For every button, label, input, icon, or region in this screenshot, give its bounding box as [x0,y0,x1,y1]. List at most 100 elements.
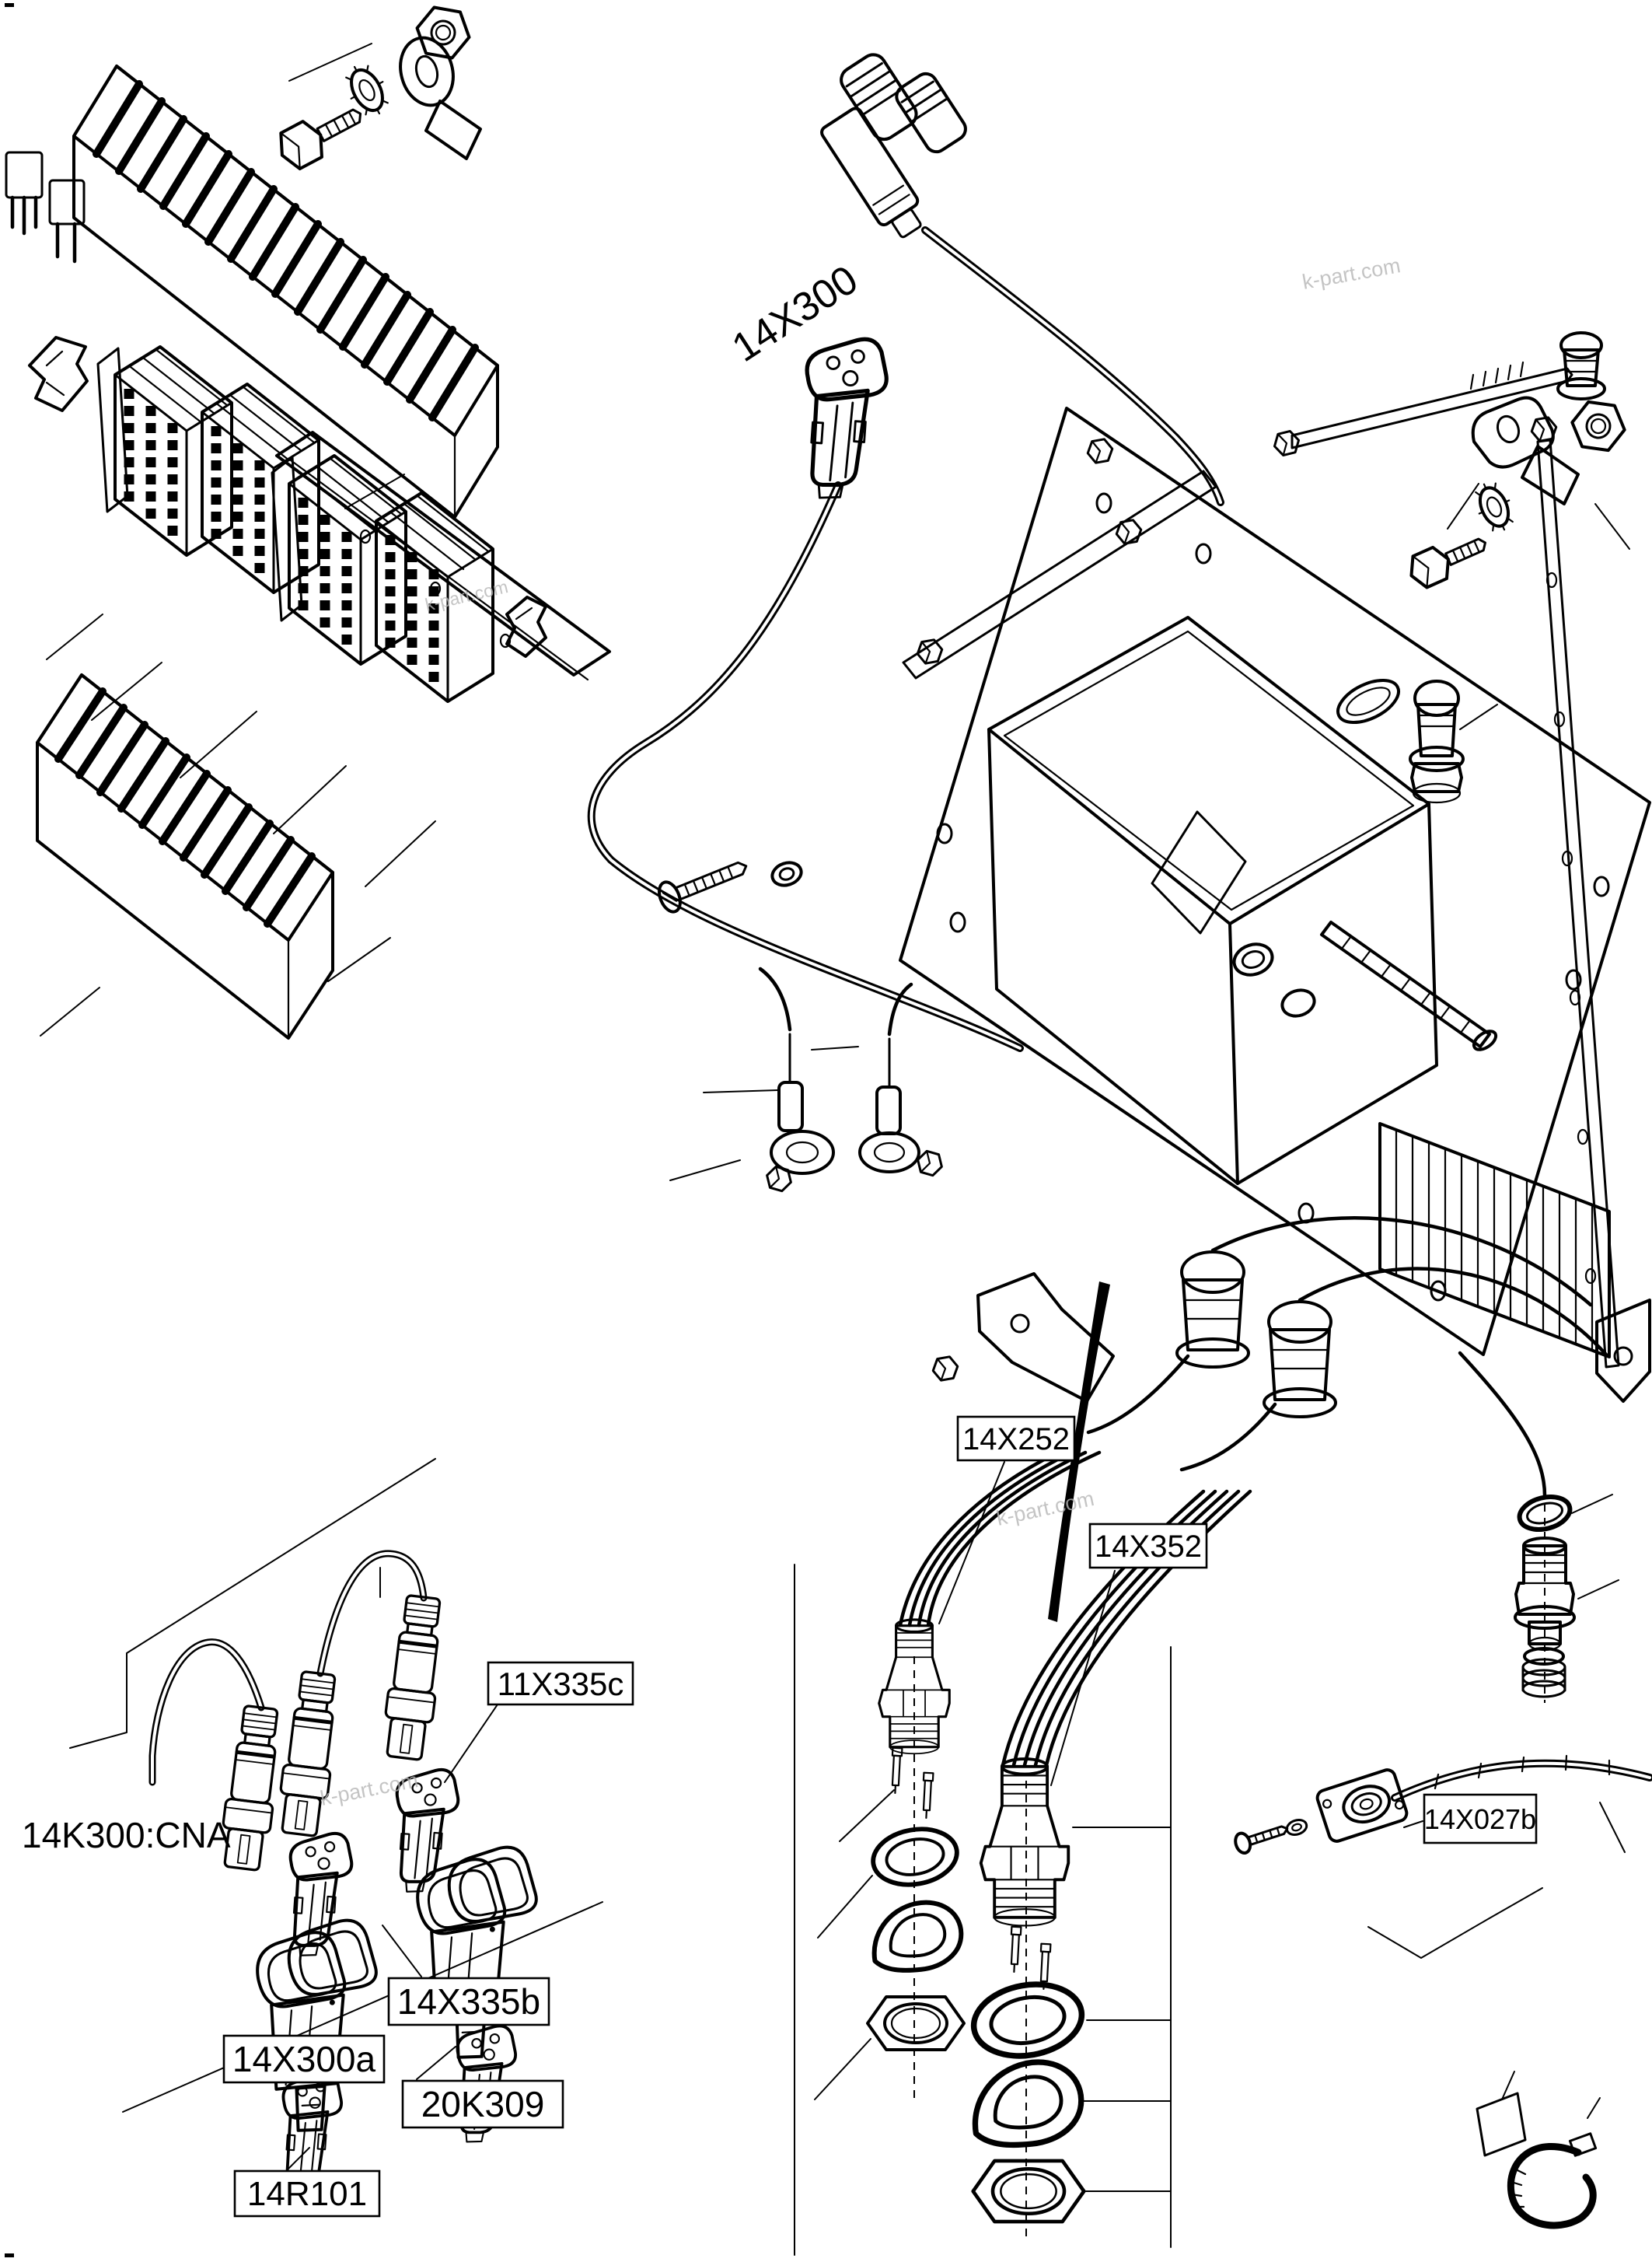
part-number-text: 14K300:CNA [22,1815,231,1855]
din-clip [28,336,89,412]
sensor-cluster [148,1550,538,2195]
contact-pin [889,1746,903,1795]
plug-column-right [1514,1495,1576,1703]
small-screw [1234,1825,1289,1855]
side-frame-bar [1528,414,1620,1369]
wiring-duct-cover-top [72,65,499,519]
registration-mark [5,2253,14,2257]
connector-14x300 [587,53,1224,1052]
edge-bracket [1595,1299,1651,1403]
small-washer [1285,1819,1308,1836]
module-sticker [1151,810,1247,935]
part-label-14x352[interactable]: 14X352 [1088,1523,1208,1569]
hex-nut-top [415,5,471,60]
part-label-14k300-cna[interactable]: 14K300:CNA [22,1815,231,1855]
ring-washer [968,1977,1088,2064]
part-number-text: 14X352 [1095,1530,1202,1564]
pressure-sensor [276,1670,343,1837]
part-label-14x300a[interactable]: 14X300a [222,2034,386,2084]
harness-cable-a [921,226,1224,506]
o-ring [1517,1495,1573,1532]
wire-bundle-14x252 [898,1450,1102,1627]
part-number-text: 14X335b [397,1981,540,2022]
gland-column-14x352 [968,1757,1088,2239]
cable-gland-top [1556,331,1606,400]
teardrop-gasket [969,2057,1085,2149]
part-label-14x300[interactable]: 14X300 [725,257,866,371]
contact-pin [1008,1925,1022,1974]
registration-mark [5,3,14,7]
bolt-washer-lug-top-left [279,5,482,171]
spade-lug [1471,396,1580,505]
part-label-11x335c[interactable]: 11X335c [487,1661,634,1706]
part-label-20k309[interactable]: 20K309 [401,2079,564,2129]
bottom-cable-glands [1086,1216,1608,1500]
hex-bolt [1409,537,1486,589]
mounting-rod [1270,361,1573,458]
flanged-connector [1315,1768,1409,1843]
star-washer [1475,482,1514,532]
bolt-washer-lug-top-right [1409,396,1626,589]
harness-crescent [1048,1281,1110,1622]
part-number-text: 11X335c [498,1666,624,1702]
hex-bolt [279,108,362,171]
separator-plate [271,456,303,622]
part-label-14x335b[interactable]: 14X335b [387,1977,550,2026]
harness-cable-b [587,481,1024,1052]
relay-module-b [201,383,320,594]
connector-14x027b [1234,1754,1652,1855]
teardrop-gasket [869,1899,965,1974]
leader-lines [40,43,1630,2256]
hex-lock-nut [973,2161,1084,2222]
duct-fins [54,687,316,928]
gland-fitting [1514,1537,1576,1652]
mini-fuses [5,151,86,264]
star-washer [345,65,389,116]
part-number-text: 20K309 [421,2084,545,2124]
watermarks: k-part.com k-part.com k-part.com k-part.… [318,253,1402,1810]
corrugated-plug [1521,1647,1566,1698]
pressure-sensor [381,1594,448,1760]
back-panel [899,407,1651,1356]
module-gland [1409,680,1465,804]
connector-barrel [895,72,967,154]
hex-lock-nut [866,1995,966,2051]
corner-bracket [976,1272,1115,1403]
gland-column-14x252 [866,1618,966,2099]
cable-tie [1507,2132,1598,2229]
screw-and-grommet [658,861,803,914]
marker-tag [1476,2092,1527,2157]
part-label-14x252[interactable]: 14X252 [956,1415,1076,1462]
watermark-text: k-part.com [1301,253,1402,294]
hex-nut [1570,400,1626,453]
terminal-lugs [758,967,946,1194]
mounting-frame [902,436,1217,680]
separator-plate [96,347,129,513]
cable-gland [979,1757,1070,1928]
contact-pin [920,1771,934,1820]
duct-fins [93,80,479,421]
module-slot [1336,678,1400,725]
wiring-duct-cover-bottom [36,673,334,1040]
relay-module-d [375,491,494,703]
part-number-text: 14R101 [247,2175,367,2213]
watermark-text: k-part.com [994,1487,1096,1530]
control-module [987,616,1465,1185]
relay-module-group [28,336,611,703]
main-panel-assembly [658,331,1651,1767]
part-number-text: 14X300 [725,257,866,371]
part-number-text: 14X300a [232,2039,376,2079]
part-label-14x027b[interactable]: 14X027b [1423,1793,1538,1844]
part-label-14r101[interactable]: 14R101 [233,2169,381,2218]
ring-terminal-lug [399,36,482,160]
relay-module-a [114,345,233,557]
ribbed-tube [1320,921,1498,1051]
connector-body [820,107,922,239]
triangular-plug [798,335,889,502]
watermark-text: k-part.com [318,1768,420,1810]
part-number-text: 14X252 [962,1422,1070,1456]
end-clip [505,596,547,658]
dual-connector-14x300a [252,1918,378,2133]
